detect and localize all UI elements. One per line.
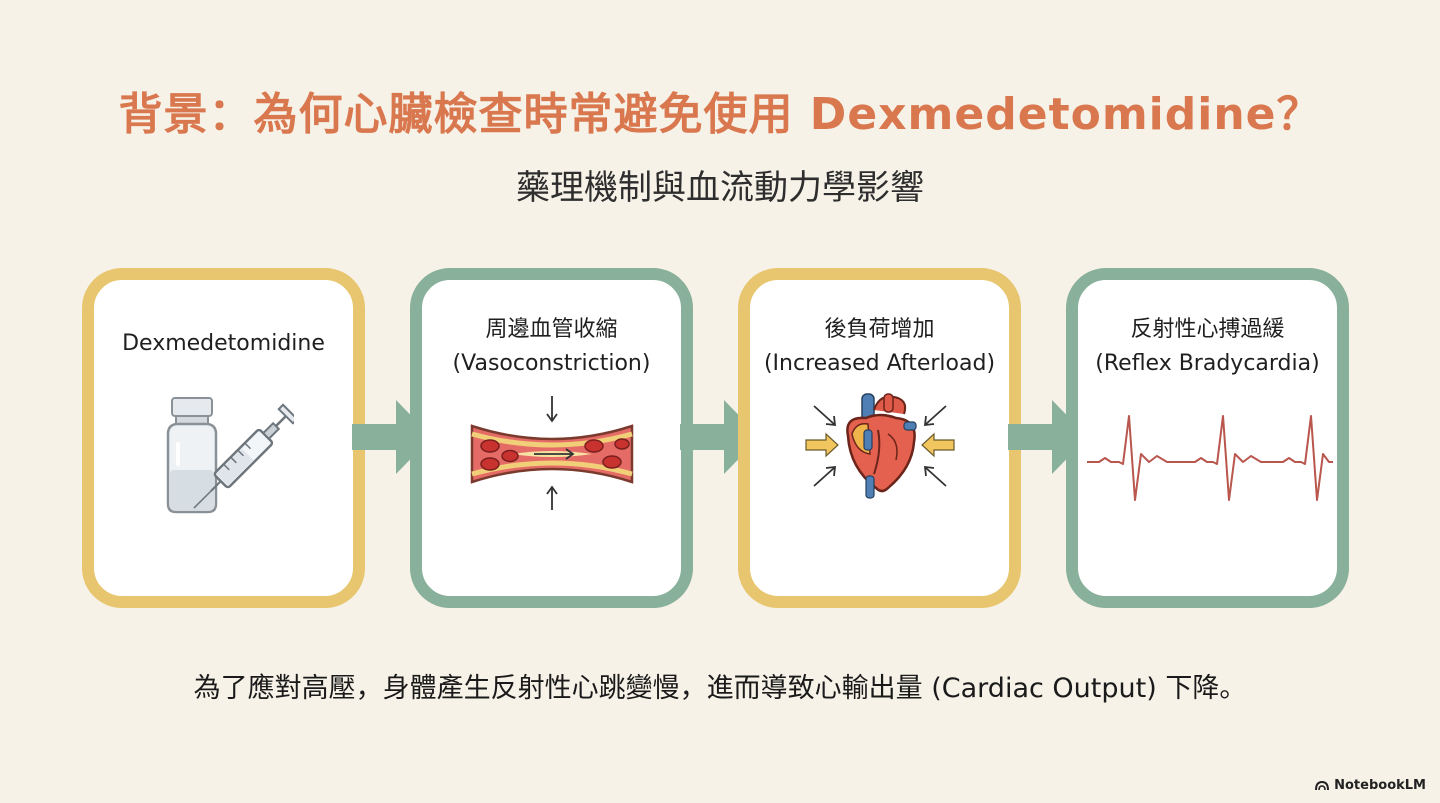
step-subtitle: (Reflex Bradycardia) — [1095, 351, 1320, 376]
step-title: 後負荷增加 — [824, 317, 935, 342]
brand-label: NotebookLM — [1334, 778, 1426, 793]
step-card-dexmedetomidine: Dexmedetomidine — [82, 268, 365, 608]
heart-pressure-icon — [750, 390, 1009, 520]
conclusion-text: 為了應對高壓，身體產生反射性心跳變慢，進而導致心輸出量 (Cardiac Out… — [193, 673, 1247, 704]
page-title: 背景：為何心臟檢查時常避免使用 Dexmedetomidine？ — [118, 89, 1322, 140]
ecg-waveform-icon — [1078, 390, 1337, 520]
step-title: 反射性心搏過緩 — [1130, 317, 1285, 342]
step-title: Dexmedetomidine — [122, 331, 325, 356]
step-title: 周邊血管收縮 — [485, 317, 618, 342]
notebooklm-logo-icon — [1315, 780, 1330, 790]
brand-watermark: NotebookLM — [1315, 778, 1426, 793]
constricted-vessel-icon — [422, 390, 681, 520]
step-subtitle: (Increased Afterload) — [763, 351, 996, 376]
step-card-afterload: 後負荷增加 (Increased Afterload) — [738, 268, 1021, 608]
step-subtitle: (Vasoconstriction) — [452, 351, 651, 376]
step-card-bradycardia: 反射性心搏過緩 (Reflex Bradycardia) — [1066, 268, 1349, 608]
step-card-vasoconstriction: 周邊血管收縮 (Vasoconstriction) — [410, 268, 693, 608]
syringe-vial-icon — [94, 390, 353, 520]
page-subtitle: 藥理機制與血流動力學影響 — [516, 168, 924, 208]
